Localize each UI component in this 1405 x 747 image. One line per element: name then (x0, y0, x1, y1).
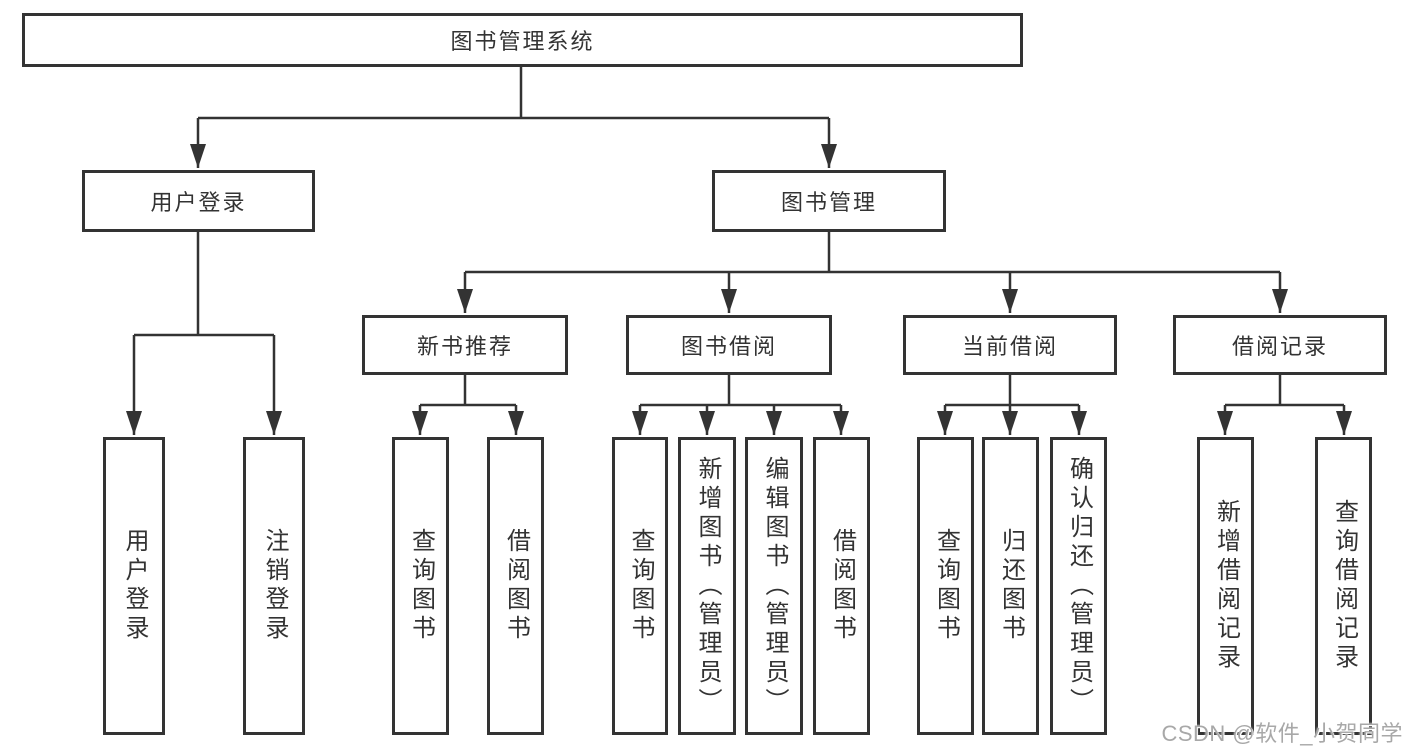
leaf-query-books-current: 查询图书 (917, 437, 974, 735)
node-library-management-system: 图书管理系统 (22, 13, 1023, 67)
leaf-borrow-books: 借阅图书 (813, 437, 870, 735)
node-borrow-records: 借阅记录 (1173, 315, 1387, 375)
edges-new-book-recommend (412, 375, 524, 435)
edges-book-borrow (632, 375, 849, 435)
edges-user-login (126, 232, 282, 435)
edges-root (190, 67, 837, 168)
edges-current-borrow (937, 375, 1087, 435)
edges-borrow-records (1217, 375, 1352, 435)
node-user-login: 用户登录 (82, 170, 315, 232)
leaf-query-books-borrow: 查询图书 (612, 437, 668, 735)
edges-book-management (457, 232, 1288, 313)
leaf-borrow-books-recommend: 借阅图书 (487, 437, 544, 735)
leaf-add-borrow-record: 新增借阅记录 (1197, 437, 1254, 735)
node-current-borrow: 当前借阅 (903, 315, 1117, 375)
watermark: CSDN @软件_小贺同学 (1161, 721, 1403, 746)
leaf-add-book-admin: 新增图书（管理员） (678, 437, 736, 735)
node-book-borrow: 图书借阅 (626, 315, 832, 375)
node-new-book-recommend: 新书推荐 (362, 315, 568, 375)
leaf-logout: 注销登录 (243, 437, 305, 735)
leaf-query-books-recommend: 查询图书 (392, 437, 449, 735)
leaf-edit-book-admin: 编辑图书（管理员） (745, 437, 803, 735)
leaf-user-login: 用户登录 (103, 437, 165, 735)
leaf-confirm-return-admin: 确认归还（管理员） (1050, 437, 1107, 735)
node-book-management: 图书管理 (712, 170, 946, 232)
leaf-query-borrow-record: 查询借阅记录 (1315, 437, 1372, 735)
leaf-return-books: 归还图书 (982, 437, 1039, 735)
